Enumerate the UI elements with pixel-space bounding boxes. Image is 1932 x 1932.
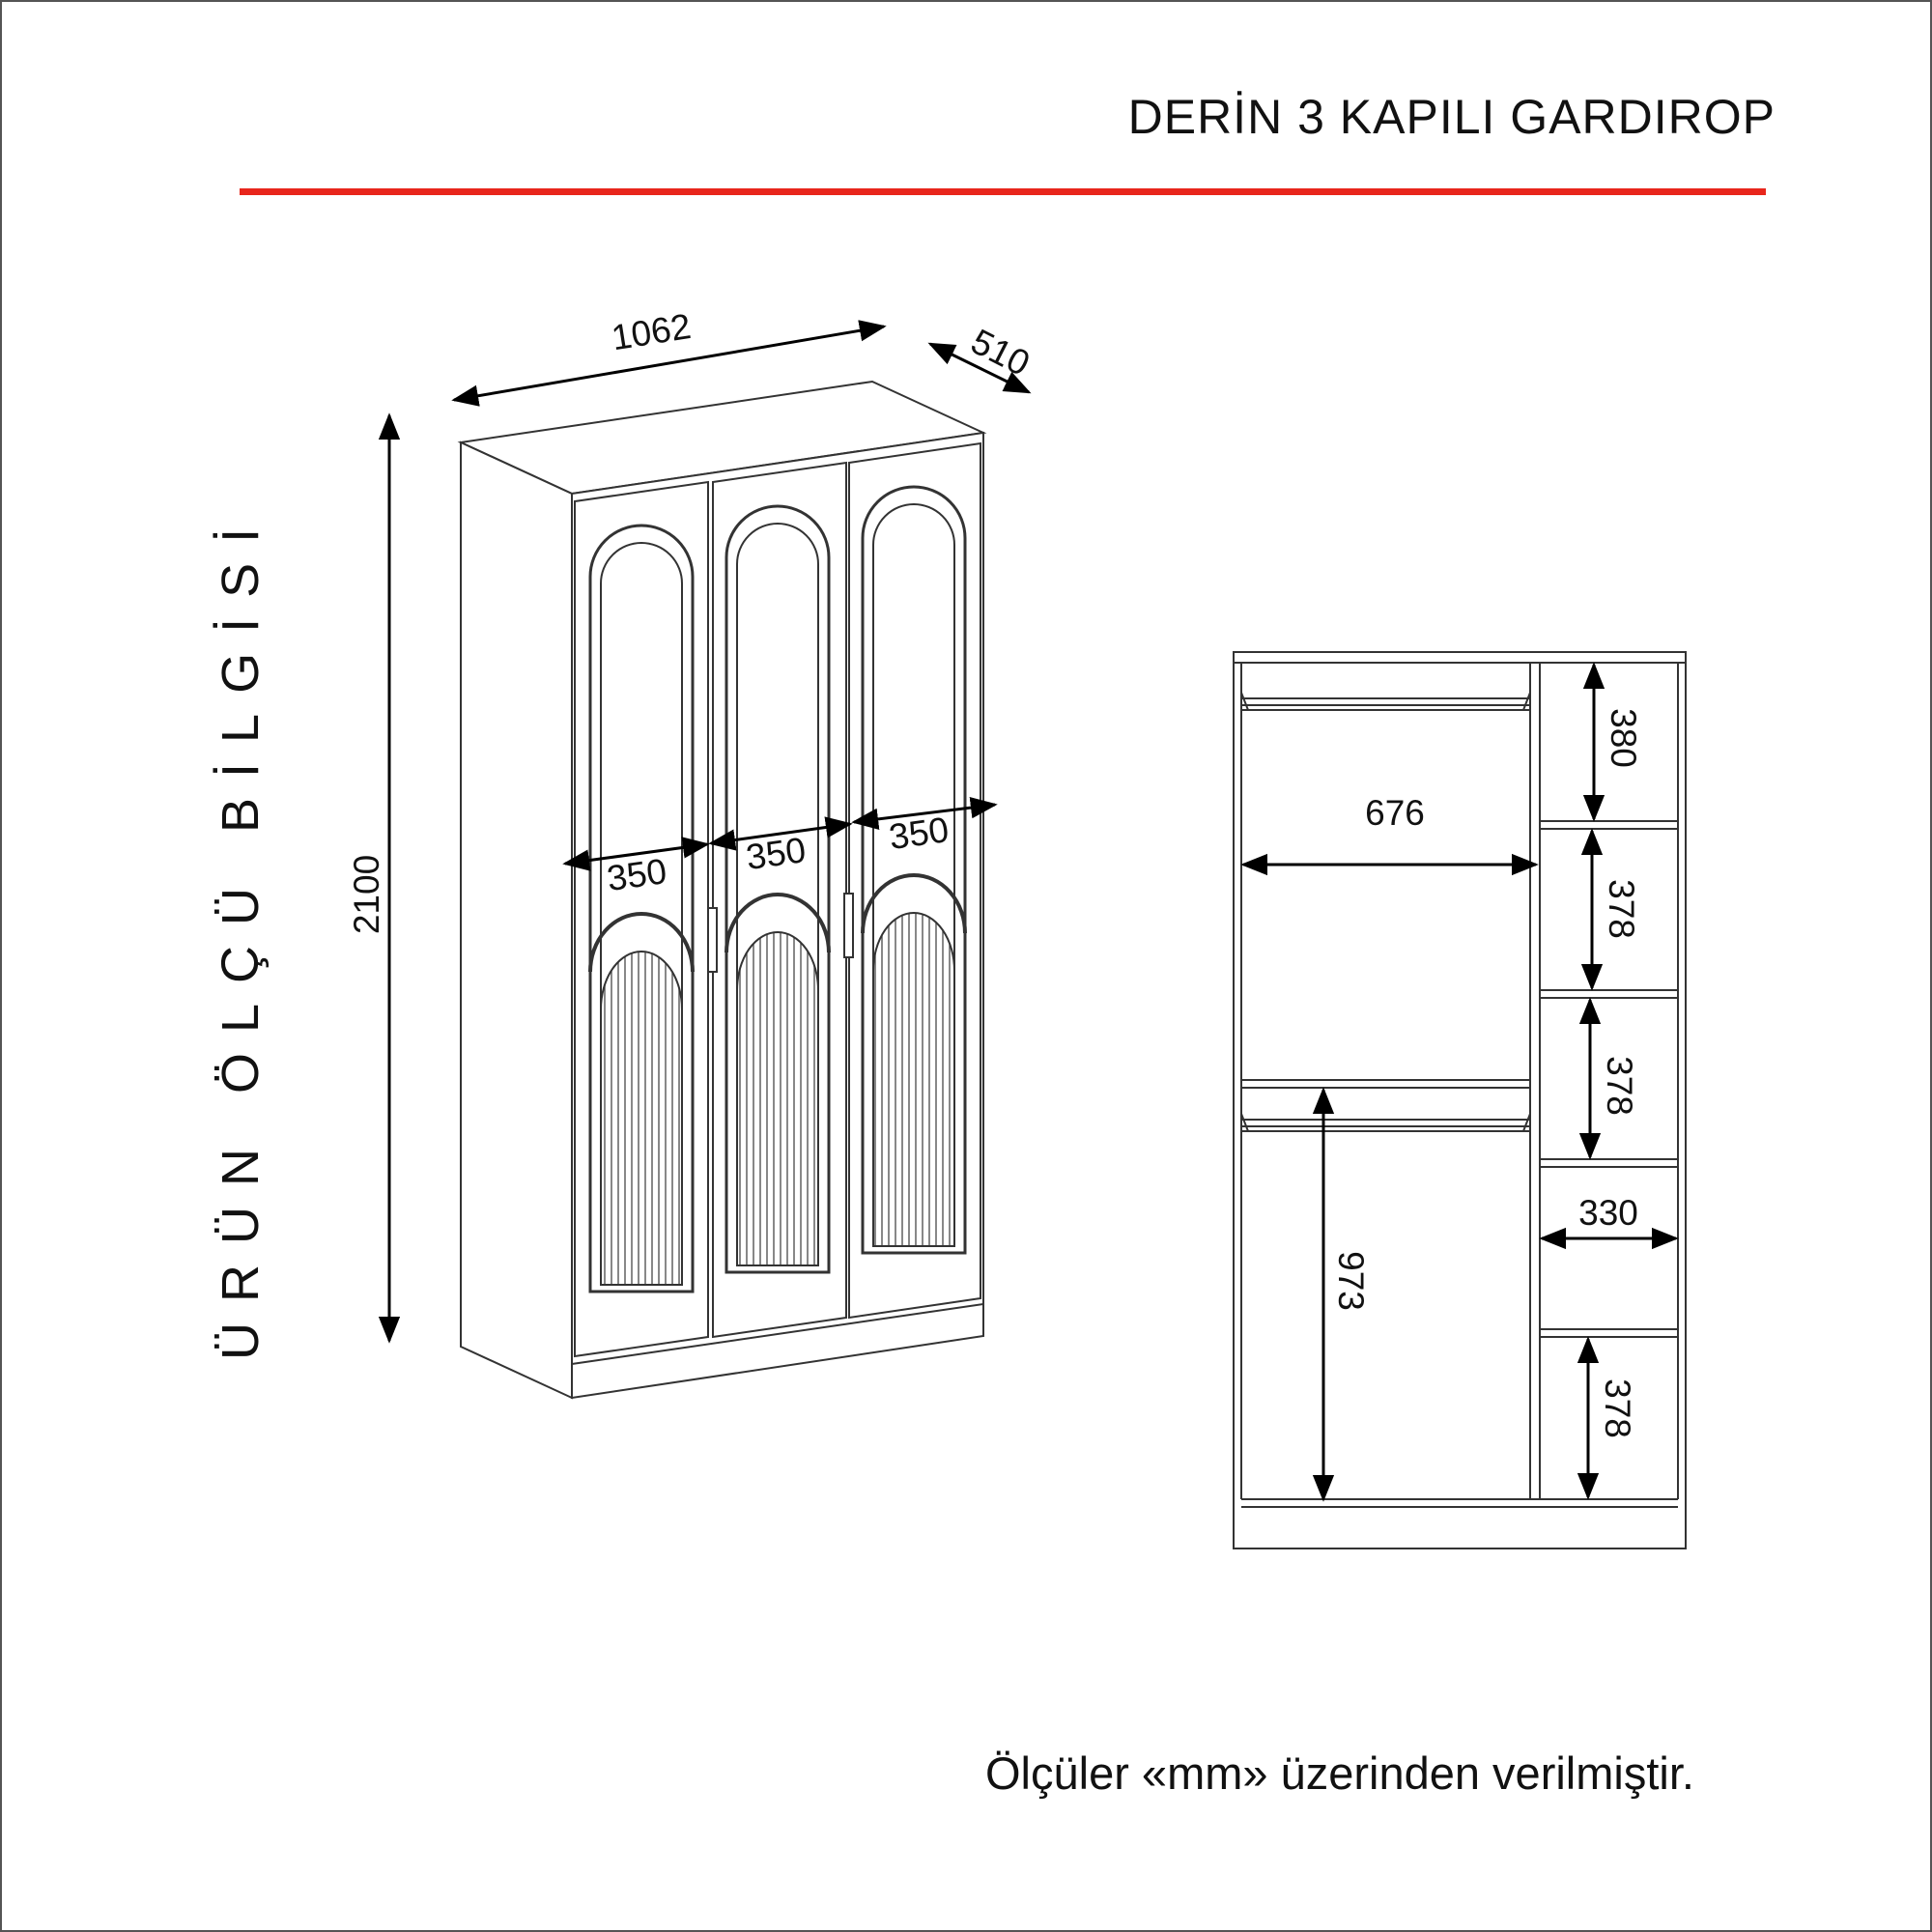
width-dimension-line bbox=[451, 320, 887, 407]
interior-dimensions bbox=[1240, 662, 1679, 1502]
depth-dimension-line bbox=[927, 342, 1032, 394]
height-label: 2100 bbox=[347, 855, 386, 934]
hanging-width-label: 676 bbox=[1365, 793, 1425, 833]
door-width-line bbox=[562, 837, 710, 871]
wardrobe-side-panel bbox=[460, 440, 573, 1400]
door-left bbox=[574, 480, 709, 1358]
door-handle bbox=[707, 907, 718, 973]
shelf-width-label: 330 bbox=[1578, 1193, 1638, 1233]
shelf-height-label: 378 bbox=[1600, 1056, 1639, 1116]
front-dimensions bbox=[378, 320, 1032, 1344]
door-width-label: 350 bbox=[887, 810, 952, 857]
door-width-line bbox=[851, 796, 998, 831]
door-middle bbox=[707, 461, 847, 1339]
shelf-height-label: 380 bbox=[1604, 708, 1643, 768]
door-width-label: 350 bbox=[605, 851, 669, 898]
carcass-outline bbox=[1233, 651, 1687, 1549]
width-label: 1062 bbox=[609, 306, 694, 357]
depth-label: 510 bbox=[965, 322, 1037, 384]
door-width-line bbox=[708, 816, 853, 851]
units-note: Ölçüler «mm» üzerinden verilmiştir. bbox=[985, 1747, 1694, 1799]
shelf-height-label: 378 bbox=[1598, 1378, 1637, 1438]
vertical-divider bbox=[1529, 662, 1541, 1500]
wardrobe-interior-view bbox=[1233, 651, 1687, 1549]
title-underline bbox=[240, 188, 1766, 195]
shelf-height-label: 378 bbox=[1602, 879, 1641, 939]
door-width-label: 350 bbox=[744, 830, 809, 877]
page-title: DERİN 3 KAPILI GARDIROP bbox=[1127, 90, 1776, 144]
door-right bbox=[843, 441, 981, 1320]
hanging-height-label: 973 bbox=[1331, 1251, 1371, 1311]
door-handle bbox=[843, 893, 854, 958]
